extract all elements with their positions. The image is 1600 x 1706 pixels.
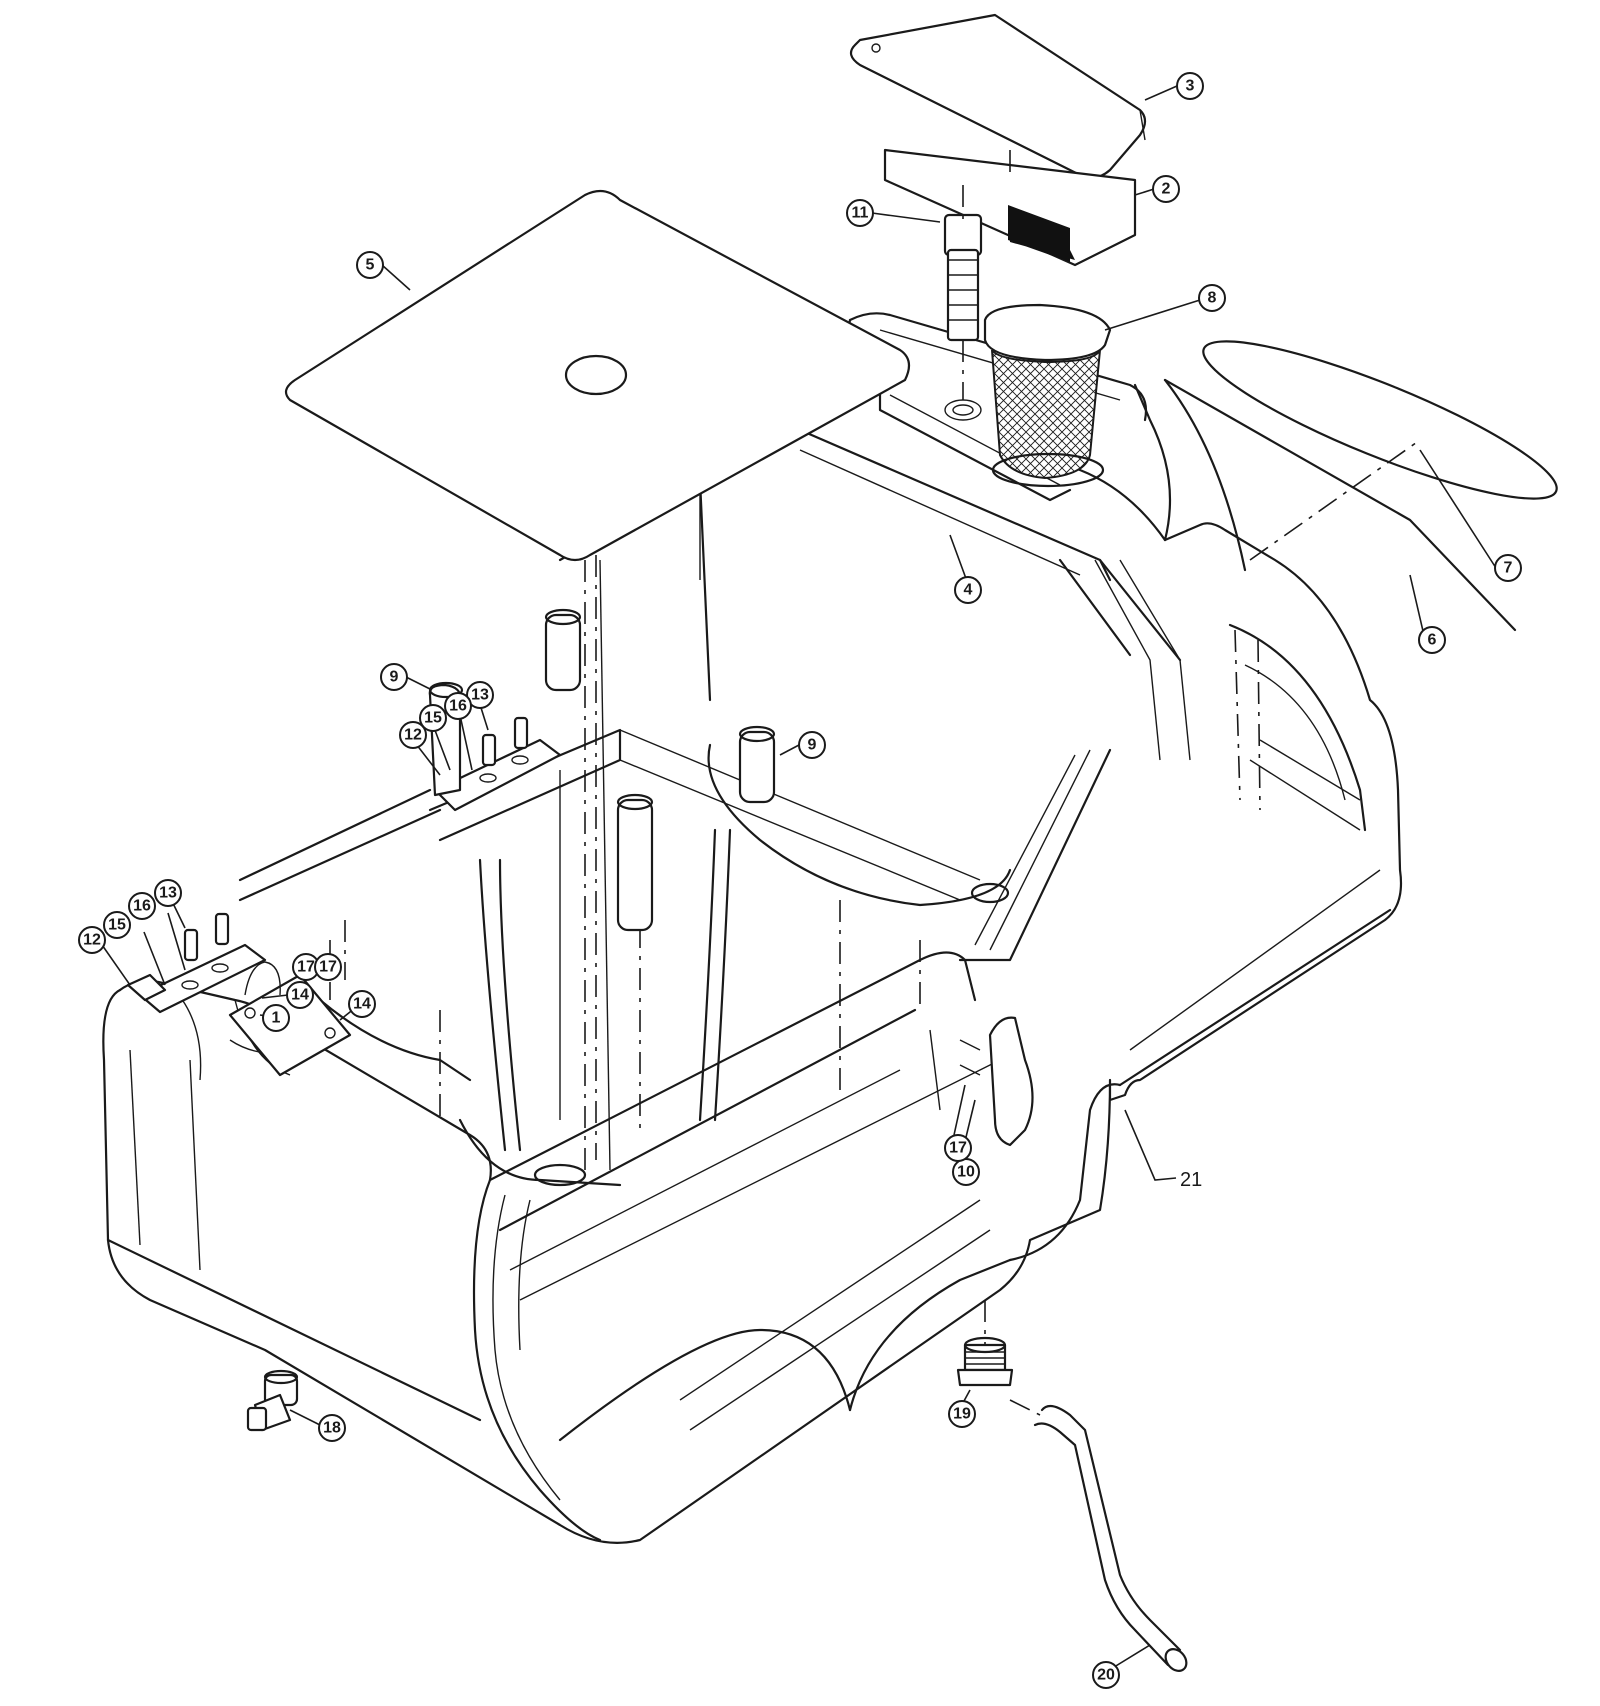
filter-plate	[883, 148, 1137, 267]
hinge-front	[126, 912, 267, 1014]
svg-text:15: 15	[108, 917, 126, 934]
svg-text:3: 3	[1186, 78, 1195, 95]
svg-text:16: 16	[133, 898, 151, 915]
callout-15-front: 15	[103, 911, 131, 939]
svg-text:12: 12	[83, 932, 101, 949]
svg-text:4: 4	[964, 582, 973, 599]
callout-18: 18	[318, 1414, 346, 1442]
svg-text:6: 6	[1428, 632, 1437, 649]
callout-9-rear: 9	[380, 663, 408, 691]
svg-text:18: 18	[323, 1420, 341, 1437]
svg-text:13: 13	[471, 687, 489, 704]
callout-19: 19	[948, 1400, 976, 1428]
svg-text:20: 20	[1097, 1667, 1115, 1684]
callout-13-rear: 13	[466, 681, 494, 709]
drain-hose	[1033, 1404, 1188, 1672]
callout-8: 8	[1198, 284, 1226, 312]
callout-4: 4	[954, 576, 982, 604]
callout-11: 11	[846, 199, 874, 227]
svg-text:12: 12	[404, 727, 422, 744]
threaded-pipe	[943, 185, 983, 421]
callout-14-left: 14	[286, 981, 314, 1009]
callout-20: 20	[1092, 1661, 1120, 1689]
callout-3: 3	[1176, 72, 1204, 100]
standpipes	[544, 608, 776, 932]
lid-plate	[284, 189, 911, 1160]
svg-text:7: 7	[1504, 560, 1513, 577]
callout-9-center: 9	[798, 731, 826, 759]
svg-text:17: 17	[297, 959, 315, 976]
label-tank: 21	[1180, 1169, 1202, 1191]
callout-13-front: 13	[154, 879, 182, 907]
svg-text:17: 17	[949, 1140, 967, 1157]
callout-1: 1	[262, 1004, 290, 1032]
svg-text:2: 2	[1162, 181, 1171, 198]
svg-text:13: 13	[159, 885, 177, 902]
svg-text:1: 1	[272, 1010, 281, 1027]
svg-text:16: 16	[449, 698, 467, 715]
callout-5: 5	[356, 251, 384, 279]
callout-15-rear: 15	[419, 704, 447, 732]
latch-plate	[228, 961, 352, 1077]
svg-text:14: 14	[353, 996, 371, 1013]
svg-text:9: 9	[808, 737, 817, 754]
callout-16-front: 16	[128, 892, 156, 920]
callout-12-rear: 12	[399, 721, 427, 749]
side-cover	[1163, 340, 1558, 632]
callout-2: 2	[1152, 175, 1180, 203]
svg-text:19: 19	[953, 1406, 971, 1423]
callout-14-right: 14	[348, 990, 376, 1018]
elbow-fitting	[246, 1369, 299, 1432]
drain-fitting	[956, 1300, 1041, 1416]
callout-6: 6	[1418, 626, 1446, 654]
callout-12-front: 12	[78, 926, 106, 954]
svg-text:8: 8	[1208, 290, 1217, 307]
callout-10: 10	[952, 1158, 980, 1186]
svg-text:11: 11	[852, 205, 869, 222]
strainer-basket	[983, 303, 1112, 488]
side-clamp	[929, 1016, 1034, 1147]
svg-text:14: 14	[291, 987, 309, 1004]
svg-text:9: 9	[390, 669, 399, 686]
leader-lines	[99, 85, 1497, 1673]
callout-16-rear: 16	[444, 692, 472, 720]
callout-7: 7	[1494, 554, 1522, 582]
callout-17-right: 17	[314, 953, 342, 981]
svg-text:10: 10	[957, 1164, 975, 1181]
svg-text:17: 17	[319, 959, 337, 976]
svg-text:15: 15	[424, 710, 442, 727]
callout-17-clamp: 17	[944, 1134, 972, 1162]
svg-text:5: 5	[366, 257, 375, 274]
